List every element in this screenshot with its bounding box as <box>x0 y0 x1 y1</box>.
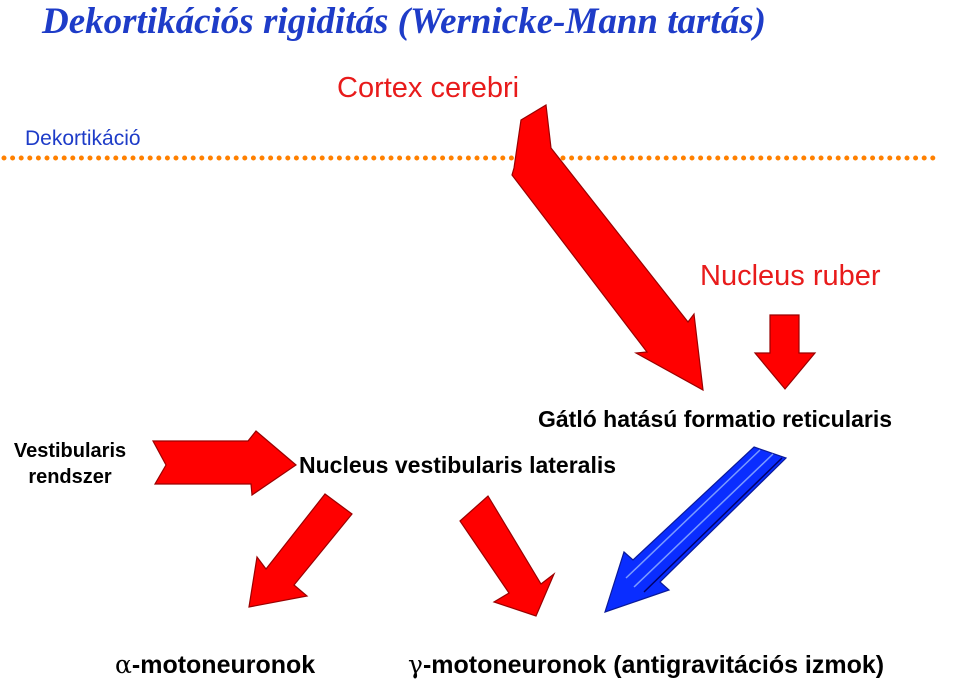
vestibular-right-arrow <box>151 430 297 497</box>
gamma-motoneuron-arrow <box>459 495 556 617</box>
blue-arrow-stripe-2 <box>633 453 774 588</box>
blue-arrow-stripe-1 <box>625 449 761 579</box>
vestibularis-line1: Vestibularis <box>13 440 127 462</box>
blue-arrow-stripe-3 <box>643 457 783 593</box>
alpha-motoneuron-arrow <box>248 493 353 608</box>
alpha-text: -motoneuronok <box>131 651 316 679</box>
page-title: Dekortikációs rigiditás (Wernicke-Mann t… <box>42 1 766 42</box>
inhibitory-blue-arrow <box>604 446 788 613</box>
cortex-cerebri-label: Cortex cerebri <box>337 72 520 104</box>
dekortikacio-label: Dekortikáció <box>25 127 141 150</box>
nucleus-ruber-label: Nucleus ruber <box>700 260 881 292</box>
gamma-motoneuron-label: γ-motoneuronok (antigravitációs izmok) <box>408 650 884 680</box>
alpha-symbol: α <box>115 650 132 679</box>
gamma-text: -motoneuronok (antigravitációs izmok) <box>422 651 885 679</box>
nucleus-ruber-arrow <box>753 314 817 390</box>
alpha-motoneuron-label: α-motoneuronok <box>115 650 315 680</box>
vestibularis-line2: rendszer <box>28 466 112 488</box>
cortex-descending-arrow <box>511 104 704 392</box>
vestibularis-rendszer-label: Vestibularis rendszer <box>0 438 140 490</box>
formatio-reticularis-label: Gátló hatású formatio reticularis <box>538 406 893 432</box>
nucleus-vestibularis-label: Nucleus vestibularis lateralis <box>299 452 617 478</box>
gamma-symbol: γ <box>408 650 423 679</box>
